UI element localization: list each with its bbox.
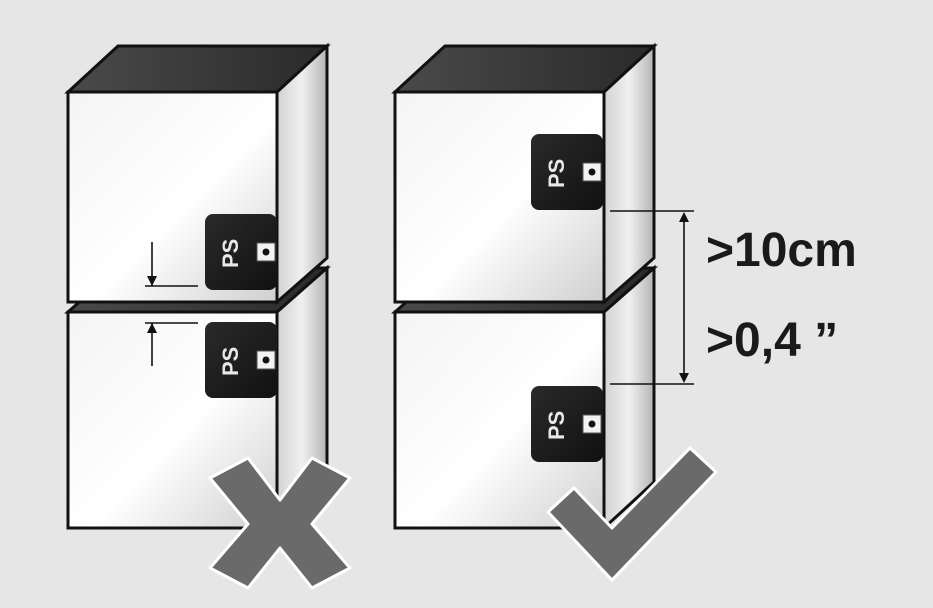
logo-text: PS bbox=[218, 239, 243, 268]
top-box-left bbox=[64, 42, 331, 306]
top-box-right bbox=[391, 42, 658, 306]
sensor-device: PS bbox=[531, 134, 603, 210]
check-icon bbox=[546, 446, 718, 582]
sensor-device: PS bbox=[531, 386, 603, 462]
logo-text: PS bbox=[544, 159, 569, 188]
gap-label-imperial: >0,4 ” bbox=[706, 314, 838, 367]
sensor-device: PS bbox=[205, 214, 277, 290]
logo-text: PS bbox=[544, 411, 569, 440]
distance-dimension bbox=[610, 210, 694, 385]
bottom-box-right bbox=[391, 264, 658, 532]
incorrect-stack: PS PS bbox=[64, 42, 352, 590]
cross-icon bbox=[208, 456, 352, 590]
gap-label-metric: >10cm bbox=[706, 224, 857, 277]
sensor-device: PS bbox=[205, 322, 277, 398]
correct-stack: PS PS bbox=[391, 42, 718, 582]
logo-text: PS bbox=[218, 347, 243, 376]
small-gap-indicator bbox=[145, 242, 198, 366]
